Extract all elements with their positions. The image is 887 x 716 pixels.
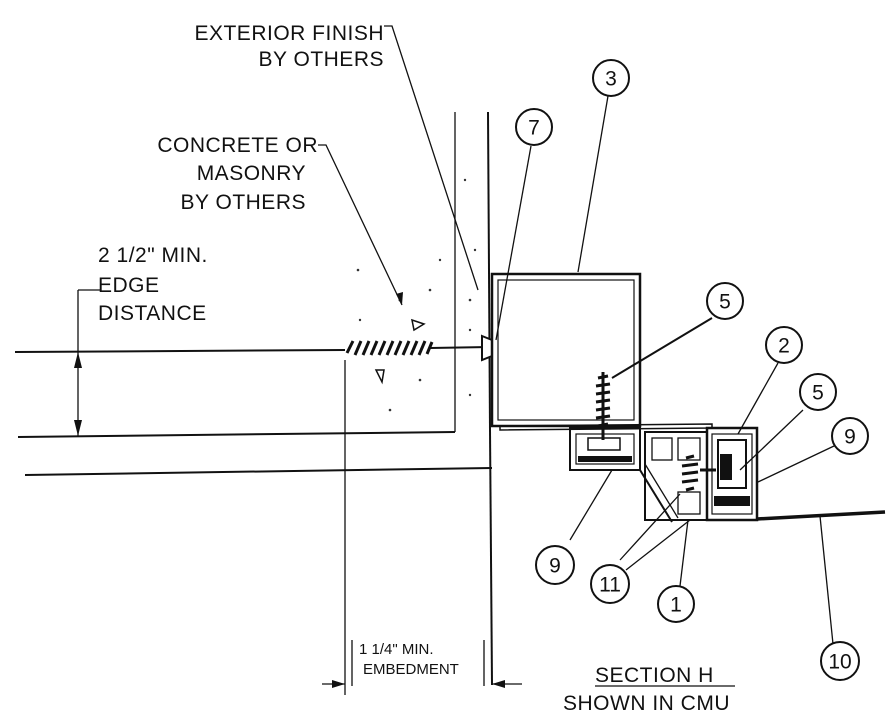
- callout-3: 3: [592, 59, 630, 97]
- masonry-top-line: [14, 349, 346, 353]
- callout-5-lower: 5: [799, 373, 837, 411]
- threshold-line: [756, 510, 886, 521]
- edge-distance-label-1: 2 1/2" MIN.: [98, 244, 208, 267]
- leader-2: [737, 362, 779, 435]
- leader-1: [679, 519, 689, 587]
- callout-5-upper-number: 5: [719, 291, 731, 314]
- leader-10: [819, 515, 834, 645]
- leader-11b: [625, 519, 691, 571]
- edge-distance-dimension: [74, 289, 100, 436]
- leader-7: [495, 145, 532, 341]
- fastener-shank: [429, 346, 491, 349]
- section-subtitle: SHOWN IN CMU: [563, 692, 730, 715]
- finish-lower-line: [489, 429, 493, 686]
- screw-into-tube: [595, 372, 611, 440]
- leader-3: [577, 95, 609, 273]
- tube-3: [490, 272, 642, 428]
- embedment-label-2: EMBEDMENT: [363, 661, 459, 678]
- extrusion-web: [639, 469, 673, 523]
- screw-head: [481, 334, 493, 362]
- embedment-dimension: [322, 640, 522, 688]
- edge-distance-label-3: DISTANCE: [98, 302, 207, 325]
- base-extrusion: [499, 423, 759, 522]
- callout-10-number: 10: [828, 651, 851, 674]
- concrete-label-2: MASONRY: [197, 162, 306, 185]
- leader-5b: [739, 409, 804, 471]
- callout-11-number: 11: [599, 574, 621, 597]
- callout-5-lower-number: 5: [812, 382, 824, 405]
- masonry-bottom-line: [17, 431, 456, 438]
- exterior-finish-leader: [384, 25, 479, 291]
- callout-1-number: 1: [670, 594, 682, 617]
- leader-9b: [569, 469, 613, 541]
- callout-2: 2: [765, 326, 803, 364]
- embedment-label-1: 1 1/4" MIN.: [359, 641, 434, 658]
- screw-into-sill: [681, 454, 716, 492]
- concrete-leader: [318, 144, 403, 306]
- aggregate-mark: [411, 318, 426, 332]
- callout-2-number: 2: [778, 335, 790, 358]
- edge-distance-label-2: EDGE: [98, 274, 160, 297]
- masonry-anchor-screw: [345, 334, 493, 362]
- leaders: [318, 25, 835, 645]
- callout-9-right: 9: [831, 417, 869, 455]
- callout-7-number: 7: [528, 117, 540, 140]
- concrete-label-3: BY OTHERS: [181, 191, 306, 214]
- concrete-stipple: [356, 178, 477, 412]
- wall-lines: [14, 111, 493, 695]
- exterior-finish-label-1: EXTERIOR FINISH: [194, 22, 384, 45]
- callout-1: 1: [657, 585, 695, 623]
- leader-5a: [611, 317, 713, 379]
- aggregate-mark: [374, 369, 385, 385]
- leader-9a: [757, 445, 835, 483]
- leader-11a: [619, 493, 681, 561]
- callout-9-left: 9: [535, 545, 575, 585]
- callout-10: 10: [820, 641, 860, 681]
- callout-7: 7: [515, 108, 553, 146]
- callout-11: 11: [590, 564, 630, 604]
- callout-3-number: 3: [605, 68, 617, 91]
- callout-9-left-number: 9: [549, 555, 561, 578]
- exterior-finish-label-2: BY OTHERS: [259, 48, 384, 71]
- sill-line: [24, 467, 493, 476]
- finish-outer-line: [487, 111, 491, 431]
- callout-5-upper: 5: [706, 282, 744, 320]
- callout-9-right-number: 9: [844, 426, 856, 449]
- section-title: SECTION H: [595, 664, 714, 687]
- concrete-label-1: CONCRETE OR: [157, 134, 318, 157]
